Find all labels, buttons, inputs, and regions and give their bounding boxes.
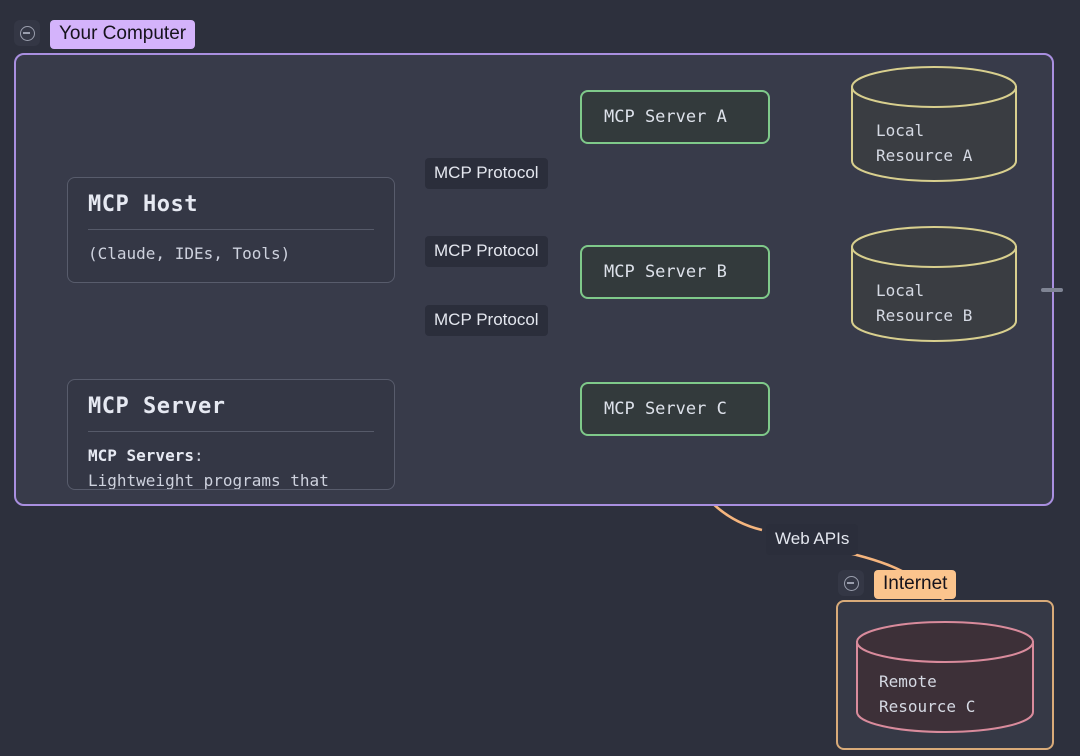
edge-label-mcp-protocol-a[interactable]: MCP Protocol: [425, 158, 548, 189]
panel-body-rest: Lightweight programs that: [88, 470, 329, 490]
node-mcp-server-c[interactable]: MCP Server C: [580, 382, 770, 436]
panel-body-strong: MCP Servers: [88, 446, 194, 465]
group-label-your-computer[interactable]: Your Computer: [50, 20, 196, 49]
node-mcp-server-a[interactable]: MCP Server A: [580, 90, 770, 144]
resize-handle-right[interactable]: [1041, 288, 1063, 292]
edge-label-mcp-protocol-c[interactable]: MCP Protocol: [425, 305, 548, 336]
panel-divider: [88, 431, 374, 432]
collapse-your-computer-button[interactable]: [14, 20, 40, 46]
panel-divider: [88, 229, 374, 230]
panel-body-mcp-server: MCP Servers: Lightweight programs that: [88, 436, 374, 490]
minus-circle-icon: [19, 25, 35, 41]
edge-label-web-apis[interactable]: Web APIs: [766, 524, 859, 555]
panel-title-mcp-host: MCP Host: [88, 192, 198, 217]
panel-title-mcp-server: MCP Server: [88, 394, 226, 419]
panel-mcp-host[interactable]: MCP Host (Claude, IDEs, Tools): [67, 177, 395, 283]
minus-circle-icon: [843, 575, 859, 591]
panel-mcp-server[interactable]: MCP Server MCP Servers: Lightweight progr…: [67, 379, 395, 490]
edge-label-mcp-protocol-b[interactable]: MCP Protocol: [425, 236, 548, 267]
panel-body-mcp-host: (Claude, IDEs, Tools): [88, 244, 291, 263]
collapse-internet-button[interactable]: [838, 570, 864, 596]
panel-body-sep: :: [193, 446, 204, 465]
group-label-internet[interactable]: Internet: [874, 570, 957, 599]
node-mcp-server-b[interactable]: MCP Server B: [580, 245, 770, 299]
